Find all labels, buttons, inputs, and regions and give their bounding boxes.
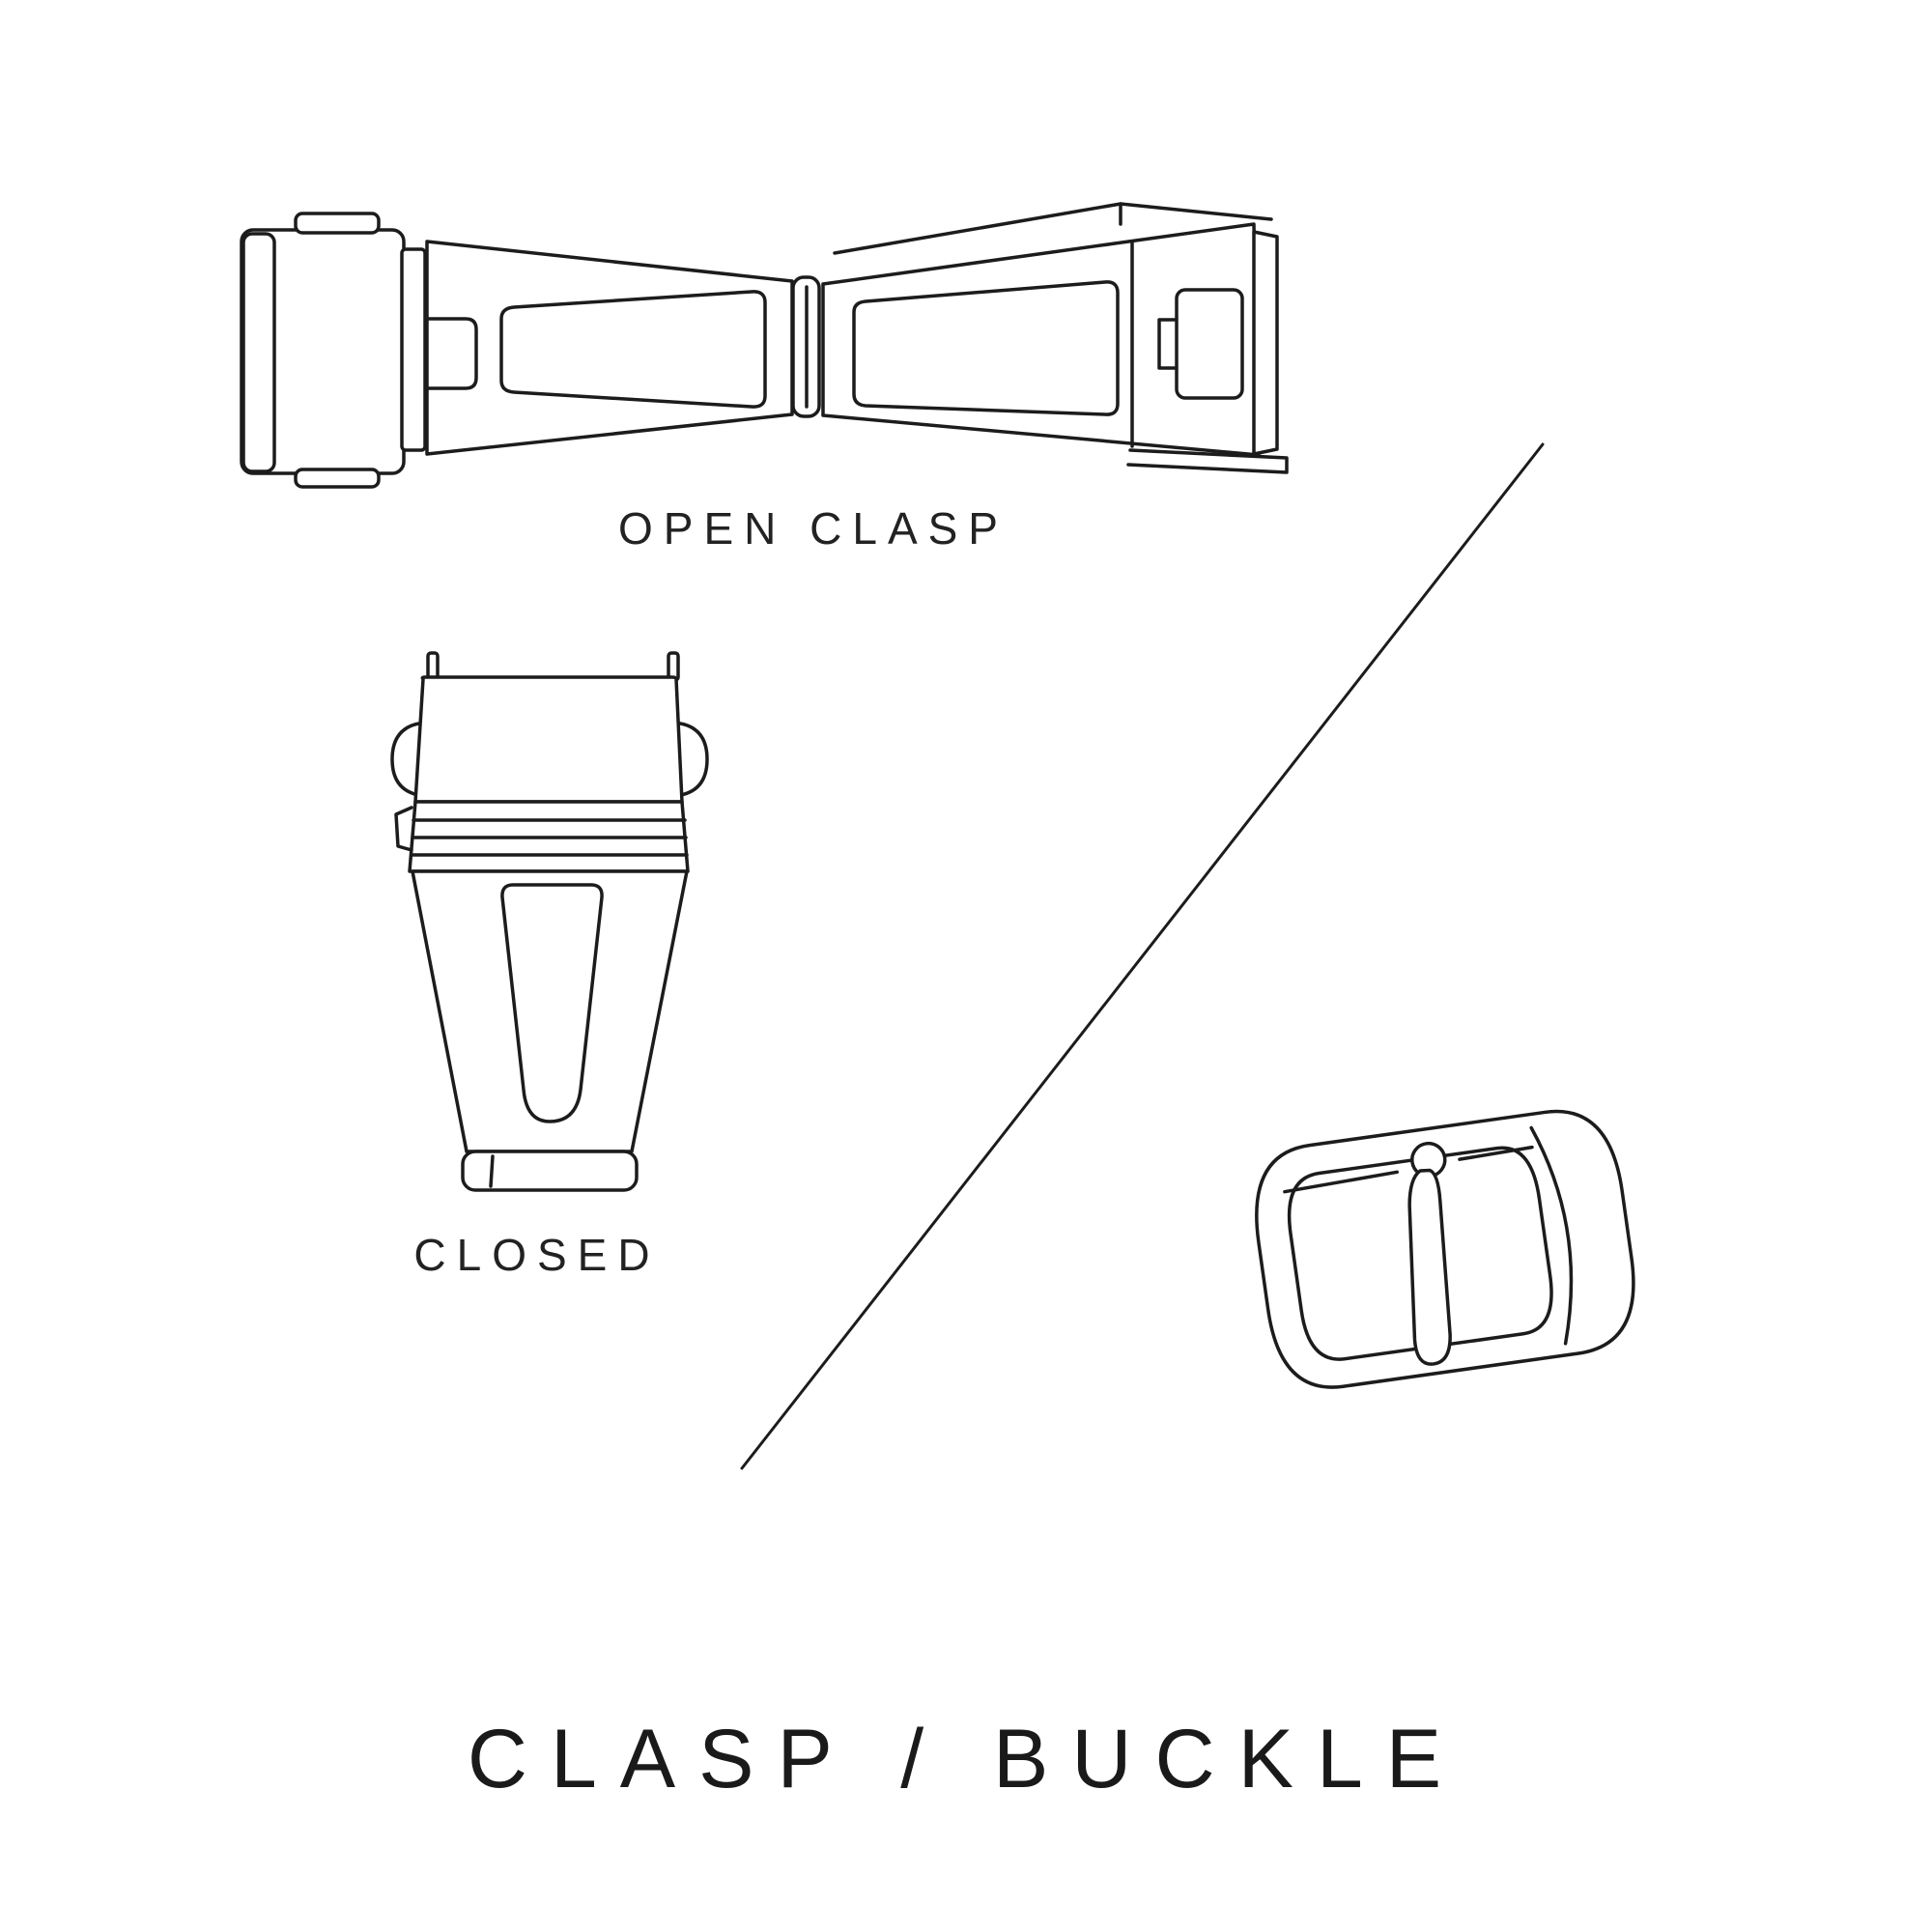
- closed-clasp-illustration: [390, 651, 709, 1192]
- open-clasp-left-plate: [425, 240, 794, 456]
- buckle-illustration: [1255, 1109, 1635, 1389]
- closed-clasp-label: CLOSED: [413, 1230, 661, 1280]
- closed-clasp-foot: [461, 1150, 639, 1192]
- page-title: CLASP / BUCKLE: [467, 1713, 1465, 1805]
- open-clasp-label: OPEN CLASP: [618, 503, 1009, 554]
- buckle-pin: [1407, 1168, 1452, 1366]
- open-clasp-illustration: [240, 202, 1289, 489]
- closed-clasp-body: [411, 869, 689, 1153]
- closed-clasp-top-box: [413, 675, 684, 804]
- divider-line: [740, 442, 1545, 1470]
